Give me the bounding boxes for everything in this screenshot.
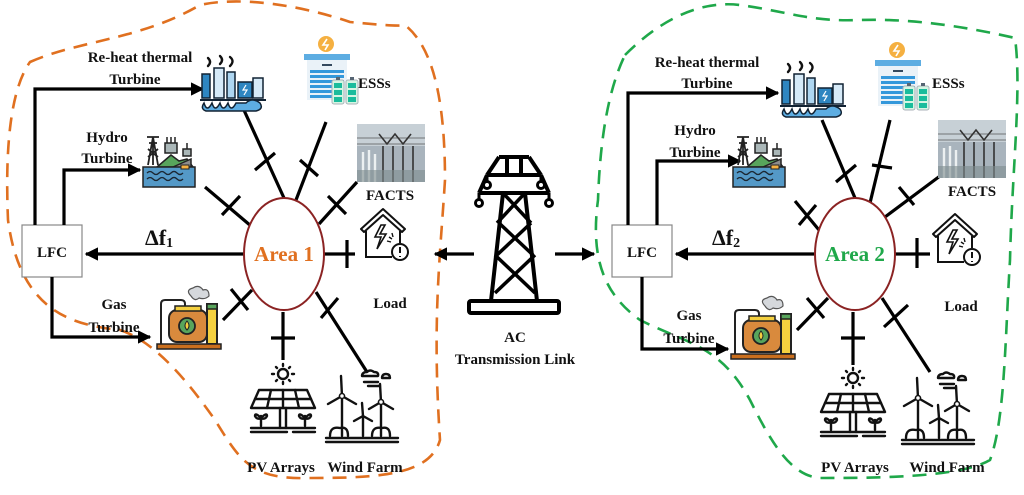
tie-line-label-1: AC [504, 330, 526, 346]
area1-delta-f: Δf1 [145, 225, 173, 251]
area2-wire-lfc-to-hydro [655, 154, 742, 225]
hydro-plant-icon [142, 136, 196, 188]
area1-wire-lfc-to-gas [50, 277, 152, 344]
area2-ess-label: ESSs [932, 76, 965, 92]
area1-lfc-label: LFC [37, 245, 67, 261]
area-2: LFC Δf2 Area 2 Re-heat thermal Tur [611, 41, 1008, 476]
area1-wire-lfc-to-reheat [33, 82, 205, 225]
area1-ess-label: ESSs [358, 76, 391, 92]
area2-reheat-label-1: Re-heat thermal [655, 55, 760, 71]
area2-gas-label-1: Gas [676, 308, 701, 324]
area1-wind-label: Wind Farm [327, 460, 403, 476]
area1-gas-label-1: Gas [101, 297, 126, 313]
area1-pv-label: PV Arrays [247, 460, 315, 476]
load-house-icon [360, 208, 409, 261]
area1-load-label: Load [373, 296, 407, 312]
tie-line-label-2: Transmission Link [455, 352, 576, 368]
area2-load-label: Load [944, 299, 978, 315]
wind-turbine-icon [900, 371, 976, 446]
thermal-plant-icon [778, 60, 848, 119]
area2-gas-label-2: Turbine [663, 331, 714, 347]
area1-reheat-label-2: Turbine [109, 72, 160, 88]
ess-battery-icon [874, 41, 930, 111]
solar-panel-icon [819, 366, 887, 438]
area2-lfc-box[interactable] [611, 224, 673, 278]
area2-label: Area 2 [825, 242, 885, 266]
area2-bus[interactable] [814, 197, 896, 311]
ac-transmission-link: AC Transmission Link [433, 155, 596, 368]
area2-wire-lfc-to-reheat [626, 86, 780, 225]
area1-hydro-label-2: Turbine [81, 151, 132, 167]
area2-pv-label: PV Arrays [821, 460, 889, 476]
area1-reheat-label-1: Re-heat thermal [88, 50, 193, 66]
transmission-tower-icon [467, 155, 561, 315]
area1-hydro-label-1: Hydro [86, 130, 127, 146]
area2-lfc-label: LFC [627, 245, 657, 261]
area2-delta-f: Δf2 [712, 225, 740, 251]
area1-label: Area 1 [254, 242, 314, 266]
load-house-icon [932, 213, 981, 266]
area2-hydro-label-1: Hydro [674, 123, 715, 139]
area2-reheat-label-2: Turbine [681, 76, 732, 92]
area2-facts-label: FACTS [948, 184, 996, 200]
ess-battery-icon [303, 35, 359, 105]
wind-turbine-icon [324, 369, 400, 444]
area-1: LFC Δf1 Area 1 [21, 35, 427, 476]
area1-boundary [5, 0, 447, 480]
gas-turbine-icon [156, 285, 222, 350]
solar-panel-icon [249, 362, 317, 434]
area2-wire-lfc-to-gas [640, 277, 730, 356]
area1-facts-label: FACTS [366, 188, 414, 204]
gas-turbine-icon [730, 295, 796, 360]
area1-wire-lfc-to-hydro [62, 163, 142, 225]
thermal-plant-icon [198, 54, 268, 113]
area1-bus[interactable] [243, 197, 325, 311]
area1-gas-label-2: Turbine [88, 320, 139, 336]
facts-substation-icon [936, 118, 1008, 180]
facts-substation-icon [355, 122, 427, 184]
hydro-plant-icon [732, 136, 786, 188]
area2-hydro-label-2: Turbine [669, 145, 720, 161]
area2-wind-label: Wind Farm [909, 460, 985, 476]
